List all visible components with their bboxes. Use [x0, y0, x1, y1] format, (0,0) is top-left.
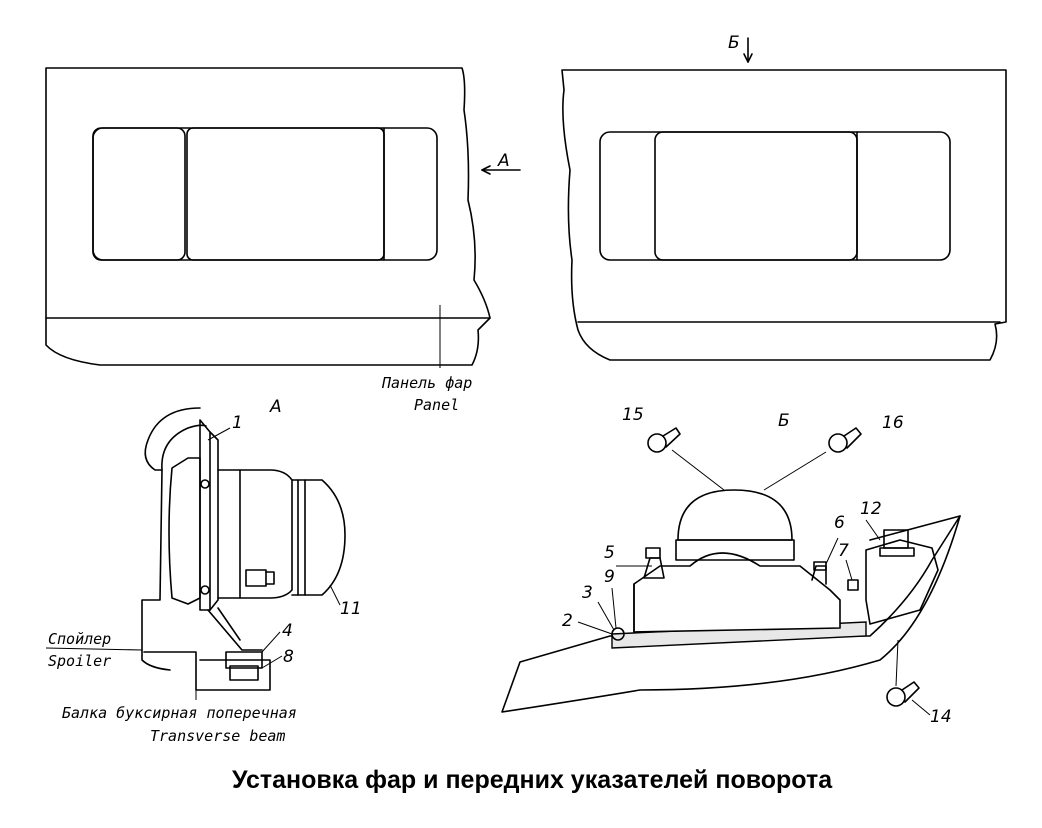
- part-number-7: 7: [838, 541, 849, 561]
- part-number-6: 6: [834, 513, 845, 533]
- part-number-5: 5: [604, 543, 615, 563]
- part-number-15: 15: [622, 405, 644, 425]
- part-number-11: 11: [340, 599, 362, 619]
- view-a-title: А: [269, 397, 282, 417]
- part-number-8: 8: [283, 647, 294, 667]
- side-view-b: [501, 427, 961, 716]
- part-number-9: 9: [604, 567, 615, 587]
- right-panel-front-view: [561, 37, 1007, 361]
- part-number-4: 4: [282, 621, 293, 641]
- part-number-14: 14: [930, 707, 952, 727]
- view-b-arrow-label: Б: [728, 33, 740, 53]
- part-number-2: 2: [562, 611, 573, 631]
- callout-beam-en: Transverse beam: [150, 727, 285, 745]
- bulb-14-icon: [886, 681, 920, 707]
- callout-panel-ru: Панель фар: [381, 374, 472, 392]
- part-number-1: 1: [232, 413, 243, 433]
- callout-beam-ru: Балка буксирная поперечная: [62, 704, 297, 722]
- callout-spoiler-en: Spoiler: [48, 652, 111, 670]
- side-view-a: [45, 407, 346, 700]
- view-a-arrow-label: А: [497, 151, 510, 171]
- part-number-16: 16: [882, 413, 904, 433]
- callout-panel-en: Panel: [414, 396, 459, 414]
- callout-spoiler-ru: Спойлер: [48, 630, 111, 648]
- bulb-15-icon: [647, 427, 681, 453]
- left-panel-front-view: [45, 67, 521, 368]
- diagram-title: Установка фар и передних указателей пово…: [232, 766, 833, 794]
- part-number-3: 3: [582, 583, 593, 603]
- view-b-title: Б: [778, 411, 790, 431]
- bulb-16-icon: [828, 427, 862, 453]
- part-number-12: 12: [860, 499, 882, 519]
